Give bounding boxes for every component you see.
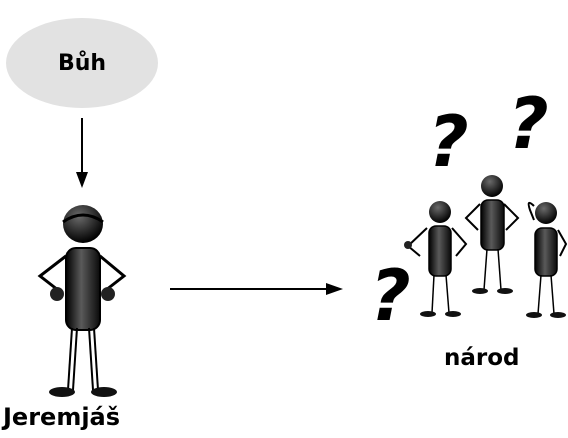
people-figure-right [526, 201, 568, 318]
sender-figure [37, 205, 127, 397]
people-figure-middle [464, 175, 520, 294]
god-label: Bůh [57, 50, 107, 76]
arrow-god-to-sender [76, 118, 88, 188]
god-bubble: Bůh [6, 18, 158, 108]
question-mark-1: ? [428, 101, 469, 183]
arrow-sender-to-people [170, 283, 343, 295]
question-mark-3: ? [370, 255, 411, 337]
question-mark-2: ? [508, 83, 549, 165]
sender-label: Jeremjáš [3, 403, 121, 431]
people-label: národ [444, 345, 520, 371]
people-figure-left [404, 201, 468, 317]
